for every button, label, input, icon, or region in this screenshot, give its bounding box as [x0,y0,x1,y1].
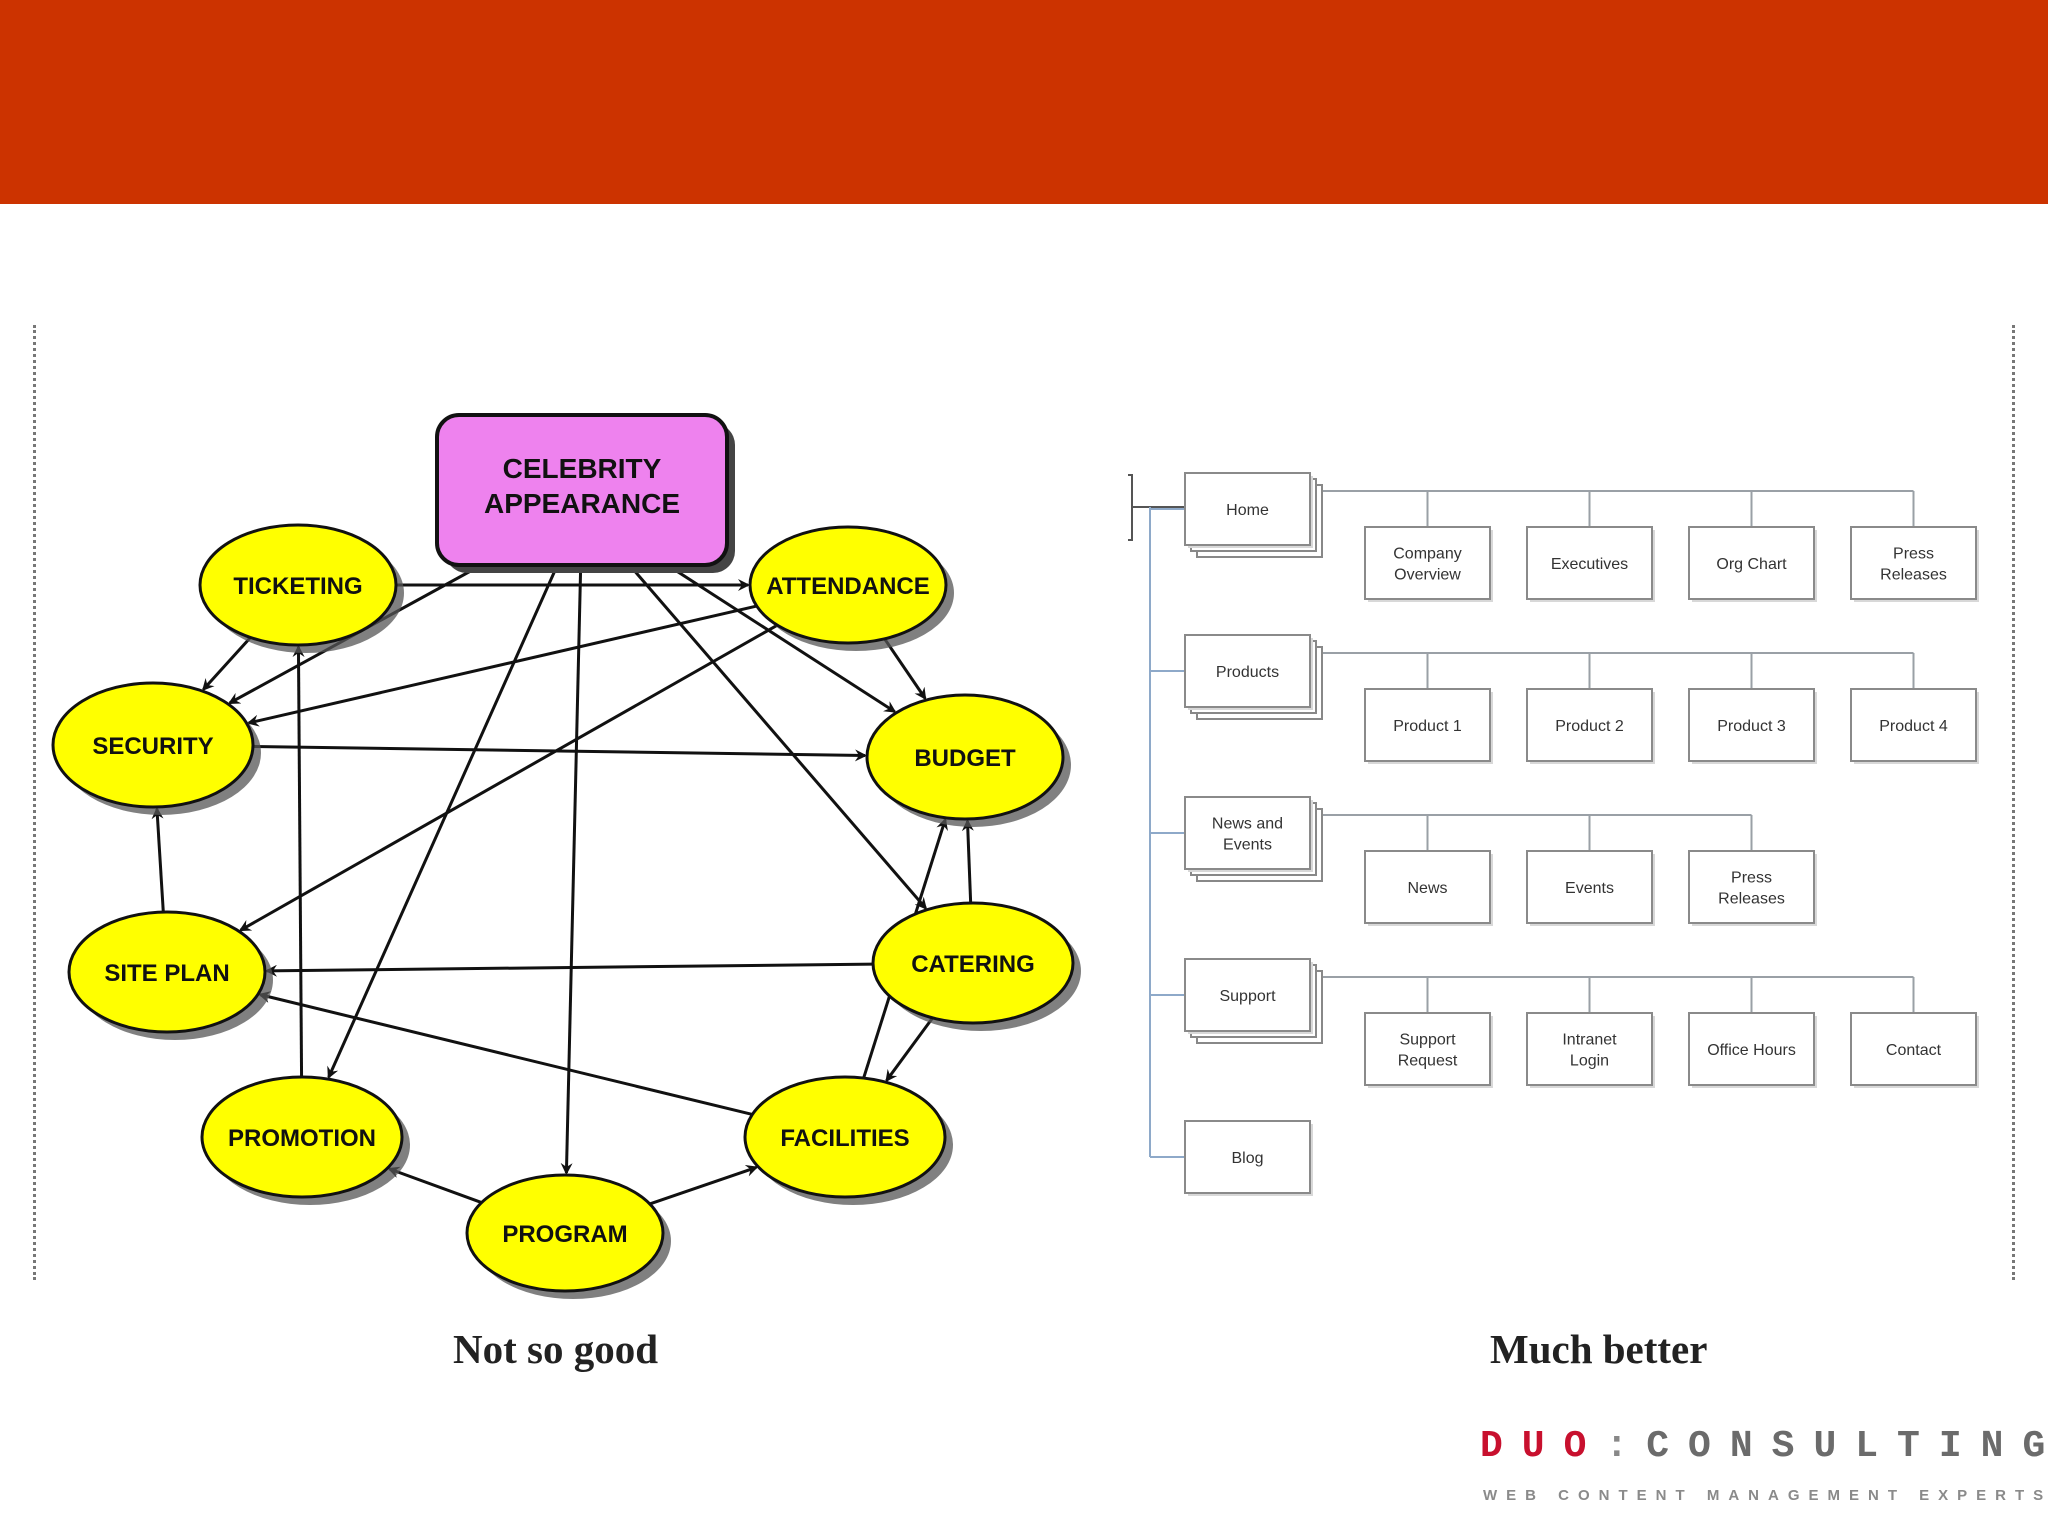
node-label: FACILITIES [780,1125,909,1152]
box-label: Product 1 [1393,718,1462,735]
box-label: Intranet [1562,1032,1617,1049]
node-promotion: PROMOTION [200,1075,410,1205]
node-label: PROGRAM [502,1221,627,1248]
diagram-nodes: CELEBRITY APPEARANCE TICKETING ATTENDANCE SE… [51,413,1081,1299]
node-label: TICKETING [233,573,362,600]
root-node-celebrity-appearance: CELEBRITY APPEARANCE [435,413,735,573]
page-box-contact: Contact [1850,1012,1979,1088]
box-label: Login [1570,1053,1609,1070]
node-program: PROGRAM [465,1173,671,1299]
header-banner [0,0,2048,204]
node-label: ATTENDANCE [766,573,930,600]
arrow-site-plan-to-security [151,806,165,913]
arrow-program-to-promotion [387,1166,483,1204]
page-box-news: News [1364,850,1493,926]
box-label: Overview [1394,567,1461,584]
node-budget: BUDGET [865,693,1071,827]
caption-not-so-good: Not so good [453,1326,659,1372]
box-label: Company [1393,546,1461,563]
box-label: Events [1565,880,1614,897]
box-label: News [1407,880,1447,897]
logo-separator: : [1605,1425,1629,1468]
box-label: Support [1219,988,1276,1005]
node-ticketing: TICKETING [198,523,404,653]
arrow-catering-to-facilities [885,1017,934,1083]
arrow-catering-to-site-plan [264,962,874,977]
box-label: Request [1398,1053,1458,1070]
node-label: SECURITY [92,733,213,760]
section-box-blog: Blog [1184,1120,1313,1196]
arrow-root-to-program [560,569,583,1176]
node-site-plan: SITE PLAN [67,910,273,1040]
root-label-line: APPEARANCE [484,488,680,519]
page-box-product-1: Product 1 [1364,688,1493,764]
box-label: Contact [1886,1042,1942,1059]
box-label: Org Chart [1716,556,1787,573]
node-catering: CATERING [871,901,1081,1031]
page-box-events: Events [1526,850,1655,926]
box-label: Products [1216,664,1279,681]
box-label: Product 4 [1879,718,1948,735]
box-label: Blog [1231,1150,1263,1167]
node-label: SITE PLAN [104,960,229,987]
tree-lines [1128,474,1915,1158]
box-label: Executives [1551,556,1628,573]
section-box-products: Products [1184,634,1323,720]
page-box-office-hours: Office Hours [1688,1012,1817,1088]
section-box-home: Home [1184,472,1323,558]
logo-duo: DUO [1480,1425,1606,1468]
page-box-product-3: Product 3 [1688,688,1817,764]
page-box-product-2: Product 2 [1526,688,1655,764]
logo-tagline: WEB CONTENT MANAGEMENT EXPERTS [1483,1487,2048,1504]
logo-consulting: CONSULTING [1646,1425,2048,1468]
arrow-ticketing-to-security [201,636,252,691]
page-box-product-4: Product 4 [1850,688,1979,764]
arrow-attendance-to-site-plan [238,623,779,932]
duo-consulting-logo: DUO: CONSULTING WEB CONTENT MANAGEMENT EX… [1480,1425,2045,1515]
section-box-support: Support [1184,958,1323,1044]
box-label: Office Hours [1707,1042,1796,1059]
left-dotted-guide [33,325,36,1280]
arrow-attendance-to-budget [883,637,927,701]
node-label: PROMOTION [228,1125,376,1152]
box-label: Events [1223,837,1272,854]
tree-bracket [1128,474,1133,541]
node-label: BUDGET [914,745,1016,772]
node-attendance: ATTENDANCE [748,525,954,651]
box-label: Press [1893,546,1934,563]
arrow-attendance-to-security [246,604,758,727]
node-security: SECURITY [51,681,261,815]
root-label-line: CELEBRITY [503,453,662,484]
network-diagram: CELEBRITY APPEARANCE TICKETING ATTENDANCE SE… [51,413,1081,1299]
box-label: Product 3 [1717,718,1786,735]
arrow-security-to-budget [252,744,868,762]
box-label: Releases [1718,891,1785,908]
logo-wordmark: DUO: CONSULTING [1480,1425,2048,1468]
box-label: Home [1226,502,1269,519]
page-box-org-chart: Org Chart [1688,526,1817,602]
node-label: CATERING [911,951,1035,978]
arrow-program-to-facilities [649,1164,759,1206]
arrow-root-to-catering [620,554,928,910]
node-facilities: FACILITIES [743,1075,953,1205]
arrow-root-to-promotion [327,564,559,1080]
box-label: News and [1212,816,1283,833]
arrow-catering-to-budget [961,818,974,904]
right-dotted-guide [2012,325,2015,1280]
box-label: Press [1731,870,1772,887]
box-label: Releases [1880,567,1947,584]
arrow-facilities-to-site-plan [258,991,753,1116]
caption-much-better: Much better [1490,1326,1708,1372]
page-box-executives: Executives [1526,526,1655,602]
box-label: Support [1399,1032,1456,1049]
box-label: Product 2 [1555,718,1624,735]
